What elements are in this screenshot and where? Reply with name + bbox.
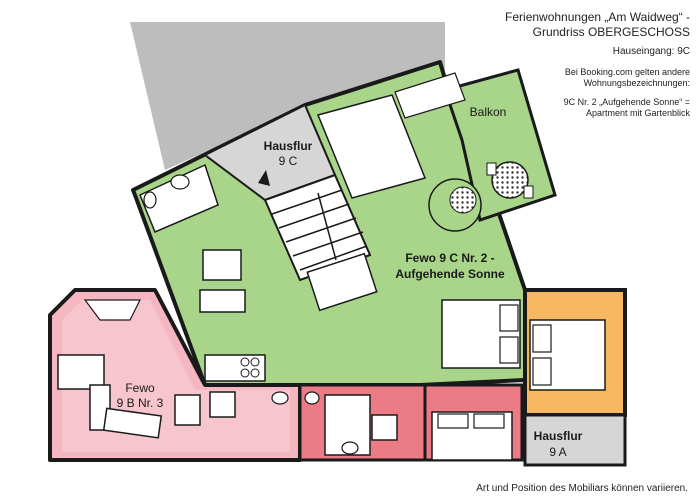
double-bed-orange bbox=[529, 319, 606, 391]
booking-note-line1: Bei Booking.com gelten andere bbox=[564, 67, 690, 77]
info-panel: Ferienwohnungen „Am Waidweg“ - Grundriss… bbox=[490, 10, 690, 119]
balcony-table bbox=[486, 161, 534, 199]
coffee-table bbox=[428, 178, 482, 232]
hallway-9a bbox=[523, 413, 627, 467]
label-fewo-9c-2-line2: Aufgehende Sonne bbox=[395, 267, 505, 281]
label-hausflur-9c-line2: 9 C bbox=[279, 154, 298, 168]
sofa-green bbox=[316, 72, 466, 199]
furniture-disclaimer: Art und Position des Mobiliars können va… bbox=[476, 483, 688, 494]
mapping-line2: Apartment mit Gartenblick bbox=[585, 108, 690, 118]
dining-table bbox=[306, 252, 378, 312]
bathroom-red bbox=[324, 394, 371, 456]
label-hausflur-9a-line2: 9 A bbox=[549, 445, 566, 459]
entrance-arrow-icon bbox=[258, 170, 270, 186]
label-balkon: Balkon bbox=[470, 105, 507, 119]
pink-furniture bbox=[57, 299, 289, 439]
label-hausflur-9a-line1: Hausflur bbox=[534, 429, 583, 443]
kitchen-green bbox=[199, 249, 266, 382]
label-fewo-9b-3-line1: Fewo bbox=[125, 381, 155, 395]
booking-note-line2: Wohnungsbezeichnungen: bbox=[583, 78, 690, 88]
red-furniture bbox=[304, 391, 398, 455]
double-bed-green bbox=[441, 299, 521, 369]
title-line1: Ferienwohnungen „Am Waidweg“ - bbox=[505, 10, 690, 24]
staircase bbox=[263, 173, 372, 282]
label-fewo-9c-2-line1: Fewo 9 C Nr. 2 - bbox=[405, 251, 494, 265]
title-line2: Grundriss OBERGESCHOSS bbox=[532, 25, 690, 39]
label-hausflur-9c-line1: Hausflur bbox=[264, 139, 313, 153]
mapping-line1: 9C Nr. 2 „Aufgehende Sonne“ = bbox=[563, 97, 690, 107]
outdoor-area bbox=[130, 22, 445, 170]
entrance-text: Hauseingang: 9C bbox=[612, 46, 690, 57]
bathroom-green bbox=[139, 163, 219, 233]
double-bed-red bbox=[431, 411, 513, 461]
label-fewo-9b-3-line2: 9 B Nr. 3 bbox=[117, 396, 164, 410]
